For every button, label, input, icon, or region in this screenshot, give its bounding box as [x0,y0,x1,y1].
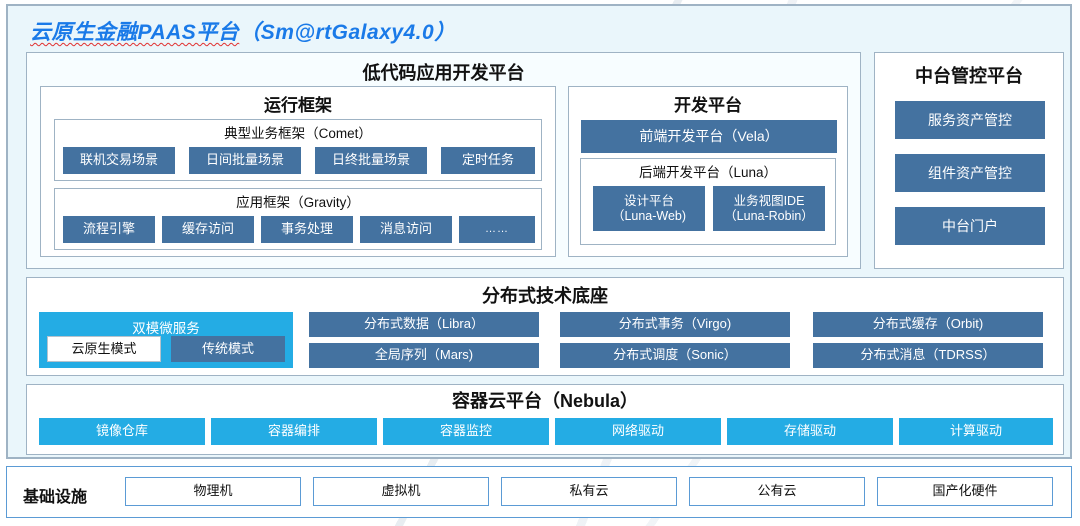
chip-label: 联机交易场景 [79,152,158,168]
chip-comet-2[interactable]: 日终批量场景 [315,147,427,174]
chip-container-2[interactable]: 容器监控 [383,418,549,445]
chip-label: 日终批量场景 [331,152,410,168]
page-title-cn: 云原生金融PAAS平台 [30,21,240,44]
container-cloud-panel: 容器云平台（Nebula） 镜像仓库 容器编排 容器监控 网络驱动 存储驱动 计… [26,384,1064,455]
chip-label: 流程引擎 [82,221,135,237]
chip-luna-design-platform[interactable]: 设计平台 （Luna-Web) [593,186,705,231]
chip-cloud-native-mode[interactable]: 云原生模式 [47,336,161,362]
chip-label: 镜像仓库 [95,423,148,439]
chip-label: 虚拟机 [381,483,421,499]
chip-traditional-mode[interactable]: 传统模式 [171,336,285,362]
chip-container-1[interactable]: 容器编排 [211,418,377,445]
page-title: 云原生金融PAAS平台（Sm@rtGalaxy4.0） [30,16,456,46]
chip-label: 分布式数据（Libra） [364,316,484,332]
gravity-title: 应用框架（Gravity） [236,195,360,210]
chip-label: 事务处理 [280,221,333,237]
chip-label: 存储驱动 [783,423,836,439]
chip-comet-3[interactable]: 定时任务 [441,147,535,174]
middle-office-panel: 中台管控平台 服务资产管控 组件资产管控 中台门户 [874,52,1064,269]
chip-distbase-virgo[interactable]: 分布式事务（Virgo) [560,312,790,337]
infrastructure-panel: 基础设施 物理机 虚拟机 私有云 公有云 国产化硬件 [6,466,1072,518]
chip-label: 定时任务 [461,152,514,168]
chip-label: 全局序列（Mars) [374,347,474,363]
chip-container-5[interactable]: 计算驱动 [899,418,1053,445]
chip-luna-business-view-ide[interactable]: 业务视图IDE （Luna-Robin） [713,186,825,231]
chip-label: 物理机 [193,483,233,499]
chip-label: 计算驱动 [949,423,1002,439]
chip-label: 公有云 [757,483,797,499]
chip-gravity-3[interactable]: 消息访问 [360,216,452,243]
chip-label: 分布式缓存（Orbit) [872,316,984,332]
chip-gravity-2[interactable]: 事务处理 [261,216,353,243]
chip-label: 容器监控 [439,423,492,439]
distributed-base-title: 分布式技术底座 [482,286,608,306]
chip-label: 前端开发平台（Vela） [639,128,779,145]
chip-label: 缓存访问 [181,221,234,237]
chip-distbase-sonic[interactable]: 分布式调度（Sonic） [560,343,790,368]
chip-distbase-orbit[interactable]: 分布式缓存（Orbit) [813,312,1043,337]
chip-label: 云原生模式 [71,340,137,356]
chip-infra-1[interactable]: 虚拟机 [313,477,489,506]
page-title-en: （Sm@rtGalaxy4.0） [239,21,456,44]
chip-label: 服务资产管控 [928,111,1012,128]
chip-label: 消息访问 [379,221,432,237]
dev-platform-title: 开发平台 [674,96,742,115]
chip-distbase-tdrss[interactable]: 分布式消息（TDRSS） [813,343,1043,368]
chip-gravity-4[interactable]: …… [459,216,535,243]
chip-label: 组件资产管控 [928,164,1012,181]
chip-gravity-1[interactable]: 缓存访问 [162,216,254,243]
lowcode-platform-title: 低代码应用开发平台 [362,63,525,83]
chip-container-0[interactable]: 镜像仓库 [39,418,205,445]
chip-infra-3[interactable]: 公有云 [689,477,865,506]
chip-midoffice-0[interactable]: 服务资产管控 [895,101,1045,139]
chip-label: 分布式事务（Virgo) [618,316,732,332]
chip-infra-0[interactable]: 物理机 [125,477,301,506]
chip-label: 分布式消息（TDRSS） [860,347,996,363]
container-cloud-title: 容器云平台（Nebula） [451,391,638,411]
chip-infra-4[interactable]: 国产化硬件 [877,477,1053,506]
chip-frontend-vela[interactable]: 前端开发平台（Vela） [581,120,837,153]
dual-mode-microservice-block: 双模微服务 云原生模式 传统模式 [39,312,293,368]
distributed-base-panel: 分布式技术底座 双模微服务 云原生模式 传统模式 分布式数据（Libra） 分布… [26,277,1064,376]
luna-panel: 后端开发平台（Luna） 设计平台 （Luna-Web) 业务视图IDE （Lu… [580,158,836,245]
chip-distbase-libra[interactable]: 分布式数据（Libra） [309,312,539,337]
chip-label: 国产化硬件 [932,483,998,499]
chip-label-line1: 业务视图IDE [733,194,805,209]
chip-label-line2: （Luna-Robin） [724,208,814,223]
chip-label: 分布式调度（Sonic） [613,347,737,363]
chip-label: 容器编排 [267,423,320,439]
comet-panel: 典型业务框架（Comet） 联机交易场景 日间批量场景 日终批量场景 定时任务 [54,119,542,181]
chip-label-line2: （Luna-Web) [611,208,687,223]
gravity-panel: 应用框架（Gravity） 流程引擎 缓存访问 事务处理 消息访问 …… [54,188,542,250]
chip-comet-0[interactable]: 联机交易场景 [63,147,175,174]
platform-frame: 云原生金融PAAS平台（Sm@rtGalaxy4.0） 低代码应用开发平台 运行… [6,4,1072,459]
chip-label: 私有云 [569,483,609,499]
runtime-framework-title: 运行框架 [264,96,332,115]
chip-gravity-0[interactable]: 流程引擎 [63,216,155,243]
chip-distbase-mars[interactable]: 全局序列（Mars) [309,343,539,368]
chip-label: 中台门户 [942,217,998,234]
infrastructure-label: 基础设施 [23,489,88,506]
comet-title: 典型业务框架（Comet） [224,126,372,141]
chip-label: …… [485,223,509,236]
middle-office-title: 中台管控平台 [915,66,1023,86]
chip-label: 网络驱动 [611,423,664,439]
chip-label: 传统模式 [201,340,254,356]
chip-container-4[interactable]: 存储驱动 [727,418,893,445]
chip-label: 日间批量场景 [205,152,284,168]
chip-label-line1: 设计平台 [623,194,674,209]
chip-comet-1[interactable]: 日间批量场景 [189,147,301,174]
chip-infra-2[interactable]: 私有云 [501,477,677,506]
chip-midoffice-2[interactable]: 中台门户 [895,207,1045,245]
chip-midoffice-1[interactable]: 组件资产管控 [895,154,1045,192]
dual-mode-title: 双模微服务 [132,321,200,336]
chip-container-3[interactable]: 网络驱动 [555,418,721,445]
luna-title: 后端开发平台（Luna） [638,165,778,180]
